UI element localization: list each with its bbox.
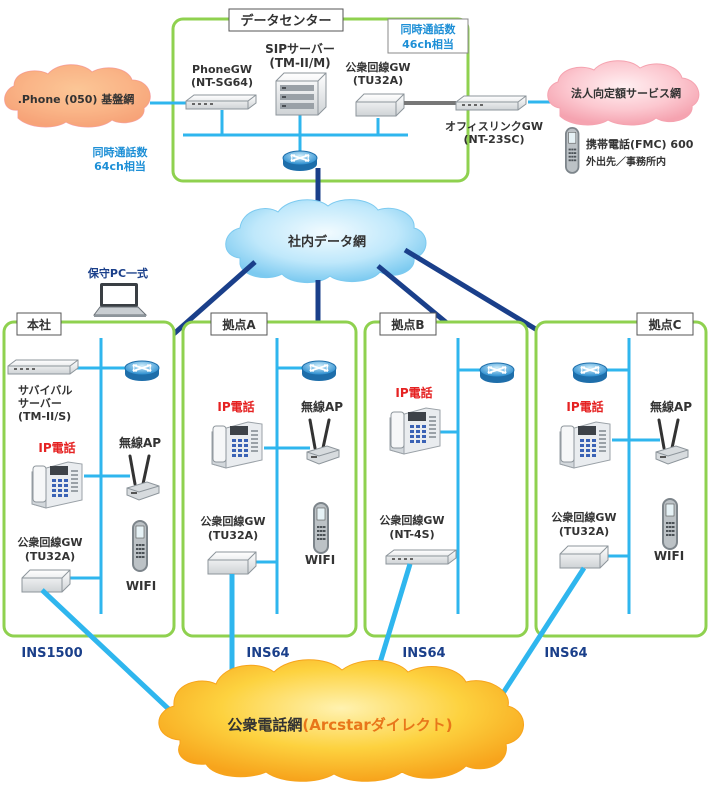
site-c-ip-phone-icon (559, 421, 611, 469)
site-a-gw-model: (TU32A) (208, 529, 258, 542)
site-honsha-title: 本社 (27, 317, 51, 332)
dc-router-icon (282, 150, 318, 172)
pstn-name: 公衆電話網 (227, 716, 302, 734)
site-a-ap-label: 無線AP (301, 399, 343, 414)
pstn-cloud (158, 659, 524, 782)
concurrent-46-line2: 46ch相当 (402, 37, 454, 51)
site-b-gw-model: (NT-4S) (389, 528, 434, 541)
phone-gw-device-icon (185, 94, 257, 110)
office-link-gw-icon (455, 95, 527, 111)
site-c-gw-name: 公衆回線GW (551, 510, 616, 524)
concurrent-64-line2: 64ch相当 (94, 159, 146, 173)
phone-gw-name: PhoneGW (192, 63, 252, 76)
site-c-ip-phone-label: IP電話 (566, 399, 603, 414)
site-a-ip-phone-label: IP電話 (217, 399, 254, 414)
pstn-link-site-c (493, 566, 587, 706)
site-a-ip-phone-icon (211, 421, 263, 469)
site-c-router-icon (572, 362, 608, 384)
corp-service-label: 法人向定額サービス網 (571, 86, 681, 100)
site-c-wifi-label: WIFI (654, 549, 684, 563)
fmc-sublabel: 外出先／事務所内 (585, 155, 666, 168)
site-b-ip-phone-label: IP電話 (395, 385, 432, 400)
site-b-ip-phone-icon (389, 407, 441, 455)
site-c-ap-label: 無線AP (650, 399, 692, 414)
pstn-label: 公衆電話網(Arcstarダイレクト) (227, 716, 452, 734)
site-a-title: 拠点A (222, 317, 256, 332)
site-a-gw-icon (207, 551, 257, 575)
honsha-gw-model: (TU32A) (25, 550, 75, 563)
corp-network-label: 社内データ網 (287, 234, 366, 250)
concurrent-64-line1: 同時通話数 (93, 145, 149, 159)
site-b-title-box (379, 312, 437, 336)
pstn-link-site-b (373, 563, 413, 677)
maint-pc-label: 保守PC一式 (87, 266, 148, 280)
site-c-gw-model: (TU32A) (559, 525, 609, 538)
dc-public-gw-icon (355, 93, 405, 117)
office-link-gw-model: (NT-23SC) (463, 133, 524, 146)
site-a-line-label: INS64 (246, 646, 289, 661)
site-b-title: 拠点B (391, 317, 424, 332)
honsha-survival-line1: サバイバル (18, 384, 72, 397)
site-a-mobile-icon (312, 501, 330, 555)
phone-net-cloud (4, 64, 151, 128)
sip-server-model: (TM-II/M) (269, 56, 330, 70)
site-c-gw-icon (559, 545, 609, 569)
phone-net-label: .Phone (050) 基盤網 (18, 92, 135, 106)
honsha-ip-phone-label: IP電話 (38, 440, 75, 455)
corp-service-cloud (547, 60, 700, 126)
site-c-line-label: INS64 (544, 646, 587, 661)
site-honsha-title-box (16, 312, 62, 336)
pstn-link-honsha (40, 588, 178, 718)
sip-server-name: SIPサーバー (265, 42, 335, 56)
phone-gw-model: (NT-SG64) (191, 76, 253, 89)
dc-public-gw-name: 公衆回線GW (345, 60, 410, 74)
dc-public-gw-model: (TU32A) (353, 74, 403, 87)
honsha-ap-label: 無線AP (119, 435, 161, 450)
pstn-service: (Arcstarダイレクト) (302, 716, 452, 734)
honsha-survival-line2: サーバー (18, 397, 62, 410)
site-b-line-label: INS64 (402, 646, 445, 661)
maint-pc-icon (93, 283, 148, 317)
datacenter-title-box (228, 8, 344, 32)
fmc-mobile-icon (564, 126, 580, 175)
honsha-survival-server-icon (7, 359, 79, 375)
office-link-gw-name: オフィスリンクGW (445, 120, 543, 133)
site-a-router-icon (301, 360, 337, 382)
datacenter-title: データセンター (240, 13, 331, 29)
site-b-gw-icon (385, 549, 457, 565)
concurrent-46-line1: 同時通話数 (401, 22, 457, 36)
honsha-survival-line3: (TM-II/S) (18, 410, 71, 423)
honsha-line-label: INS1500 (21, 646, 82, 661)
honsha-wifi-label: WIFI (126, 579, 156, 593)
honsha-ip-phone-icon (31, 461, 83, 509)
site-b-gw-name: 公衆回線GW (379, 513, 444, 527)
sip-server-icon (275, 72, 327, 116)
site-a-gw-name: 公衆回線GW (200, 514, 265, 528)
site-c-mobile-icon (661, 497, 679, 551)
honsha-mobile-icon (131, 519, 149, 573)
fmc-label: 携帯電話(FMC) 600 (586, 137, 694, 151)
site-c-title: 拠点C (649, 317, 682, 332)
site-a-wifi-label: WIFI (305, 553, 335, 567)
honsha-gw-icon (21, 569, 71, 593)
corp-network-cloud (225, 199, 427, 283)
honsha-gw-name: 公衆回線GW (17, 535, 82, 549)
site-c-title-box (636, 312, 694, 336)
honsha-router-icon (124, 360, 160, 382)
concurrent-46-box (387, 18, 469, 54)
site-a-title-box (210, 312, 268, 336)
site-b-router-icon (479, 362, 515, 384)
